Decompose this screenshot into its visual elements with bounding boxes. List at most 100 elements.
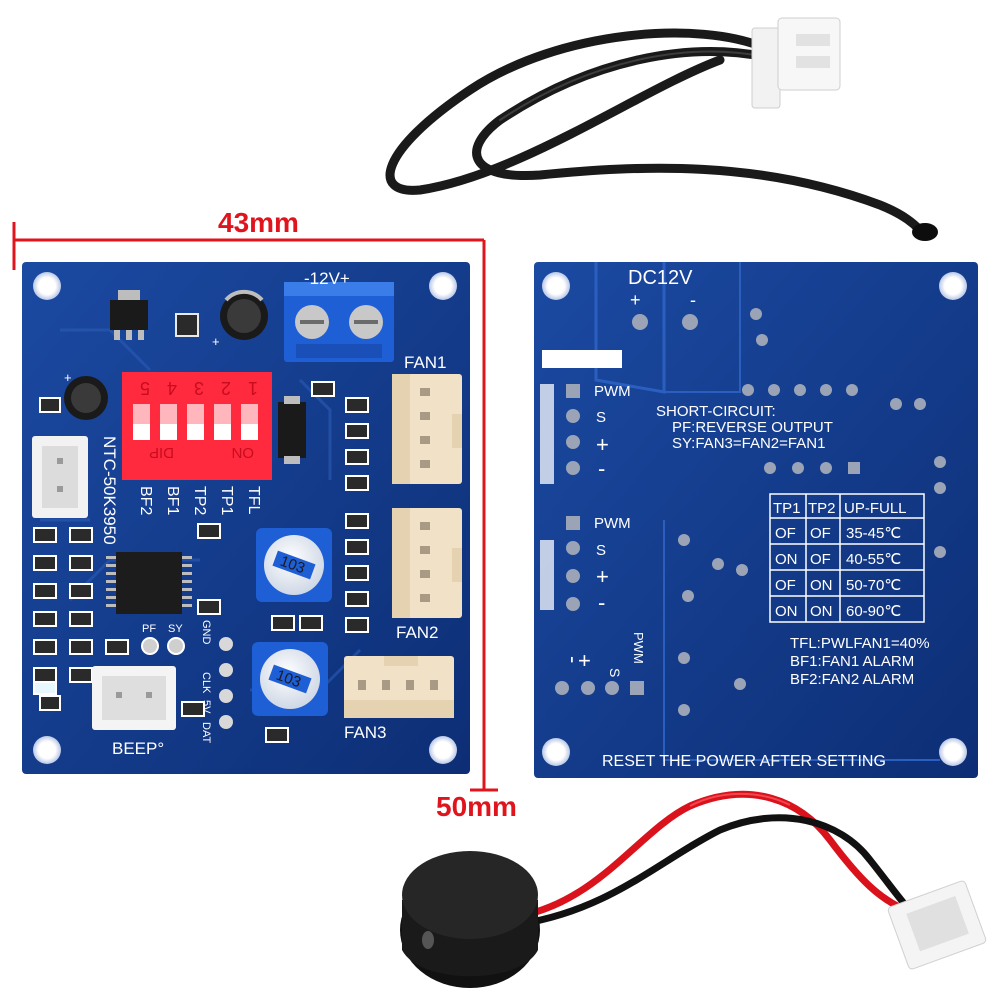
pin-label: +: [578, 648, 591, 673]
pin-label-gnd: GND: [200, 620, 212, 645]
pin-label: S: [607, 668, 623, 677]
pf-pad: [141, 637, 159, 655]
dip-function-label: BF1: [164, 486, 181, 515]
dip-number: 4: [167, 378, 177, 398]
diode: [278, 402, 306, 458]
dimension-annotations: 43mm 50mm: [12, 207, 517, 822]
sensor-connector: [751, 17, 841, 109]
mounting-hole: [542, 738, 570, 766]
smd-component: [175, 313, 199, 337]
thermistor-probe: [912, 223, 938, 241]
table-cell: OF: [775, 577, 796, 594]
buzzer: [400, 851, 540, 988]
pin-label: PWM: [594, 515, 631, 532]
ntc-sensor-connector: [32, 436, 88, 518]
solder-pad-row: [678, 384, 946, 716]
fan1-label: FAN1: [404, 353, 447, 372]
potentiometer: 103: [252, 642, 328, 716]
smd-resistor-column: [311, 381, 369, 633]
mounting-hole: [429, 272, 457, 300]
fan2-connector: [392, 508, 462, 618]
potentiometer: 103: [256, 528, 332, 602]
buzzer-plug: [887, 880, 987, 970]
table-header: UP-FULL: [844, 500, 907, 517]
power-terminal-block: [284, 282, 394, 362]
dip-number: 1: [248, 378, 258, 398]
pin-label: PWM: [631, 632, 646, 664]
fan2-label: FAN2: [396, 623, 439, 642]
power-minus-label: -: [690, 290, 696, 310]
smd-resistor-column: [33, 397, 93, 695]
pin-label: S: [596, 542, 606, 559]
note-tfl: TFL:PWLFAN1=40%: [790, 635, 930, 652]
svg-text:+: +: [64, 370, 72, 385]
table-cell: ON: [810, 603, 833, 620]
fan-pin-group: [566, 384, 580, 475]
table-header: TP2: [808, 500, 836, 517]
solder-pad: [632, 314, 648, 330]
label-sticker: [542, 350, 622, 368]
dip-function-label: TFL: [245, 486, 262, 515]
front-board: + + -12V+: [22, 262, 470, 774]
table-cell: ON: [775, 603, 798, 620]
pad-label-pf: PF: [142, 623, 156, 635]
electrolytic-capacitor: +: [212, 289, 268, 349]
dip-function-label: BF2: [137, 486, 154, 515]
table-cell: 35-45℃: [846, 525, 901, 542]
back-board: DC12V + - PWM S + - PWM S + -: [534, 262, 978, 778]
pad-label-sy: SY: [168, 623, 183, 635]
mounting-hole: [33, 736, 61, 764]
pin-label: -: [561, 656, 586, 663]
dip-switch: 5 4 3 2 1 DIP ON: [122, 372, 272, 480]
dip-function-label: TP1: [218, 486, 235, 515]
table-cell: OF: [810, 551, 831, 568]
fan1-connector: [392, 374, 462, 484]
sensor-label: NTC-50K3950: [100, 436, 119, 545]
dip-off-label: DIP: [149, 444, 174, 461]
fan3-label: FAN3: [344, 723, 387, 742]
power-label: DC12V: [628, 267, 693, 289]
table-cell: OF: [810, 525, 831, 542]
pin-label: -: [598, 590, 605, 615]
dip-function-label: TP2: [191, 486, 208, 515]
temperature-settings-table: TP1 TP2 UP-FULL OF OF 35-45℃ ON OF 40-55…: [769, 493, 925, 623]
ntc-sensor-cable: [385, 17, 938, 241]
table-cell: ON: [810, 577, 833, 594]
table-cell: ON: [775, 551, 798, 568]
table-cell: OF: [775, 525, 796, 542]
short-circuit-title: SHORT-CIRCUIT:: [656, 403, 776, 420]
buzzer-connector: [92, 666, 176, 730]
dip-number: 2: [221, 378, 231, 398]
buzzer-with-cable: [400, 790, 987, 988]
microcontroller-chip: [106, 552, 192, 614]
short-circuit-sy: SY:FAN3=FAN2=FAN1: [672, 435, 825, 452]
electrolytic-capacitor: +: [64, 370, 108, 420]
table-cell: 60-90℃: [846, 603, 901, 620]
pin-label-dat: DAT: [200, 722, 212, 743]
dip-on-label: ON: [232, 444, 255, 461]
pin-label-clk: CLK: [200, 672, 212, 694]
table-header: TP1: [773, 500, 801, 517]
pin-label: -: [598, 456, 605, 481]
dip-number: 5: [140, 378, 150, 398]
mounting-hole: [429, 736, 457, 764]
table-cell: 50-70℃: [846, 577, 901, 594]
solder-pad: [682, 314, 698, 330]
width-dimension-label: 43mm: [218, 207, 299, 238]
mounting-hole: [939, 272, 967, 300]
mounting-hole: [33, 272, 61, 300]
note-bf1: BF1:FAN1 ALARM: [790, 653, 914, 670]
mounting-hole: [542, 272, 570, 300]
pin-label: PWM: [594, 383, 631, 400]
power-plus-label: +: [630, 290, 641, 310]
programming-header: [219, 637, 233, 729]
terminal-label: -12V+: [304, 269, 350, 288]
short-circuit-pf: PF:REVERSE OUTPUT: [672, 419, 833, 436]
beep-label: BEEP°: [112, 739, 164, 758]
table-cell: 40-55℃: [846, 551, 901, 568]
fan3-connector: [344, 656, 454, 718]
pin-label: S: [596, 409, 606, 426]
sy-pad: [167, 637, 185, 655]
height-dimension-label: 50mm: [436, 791, 517, 822]
mounting-hole: [939, 738, 967, 766]
